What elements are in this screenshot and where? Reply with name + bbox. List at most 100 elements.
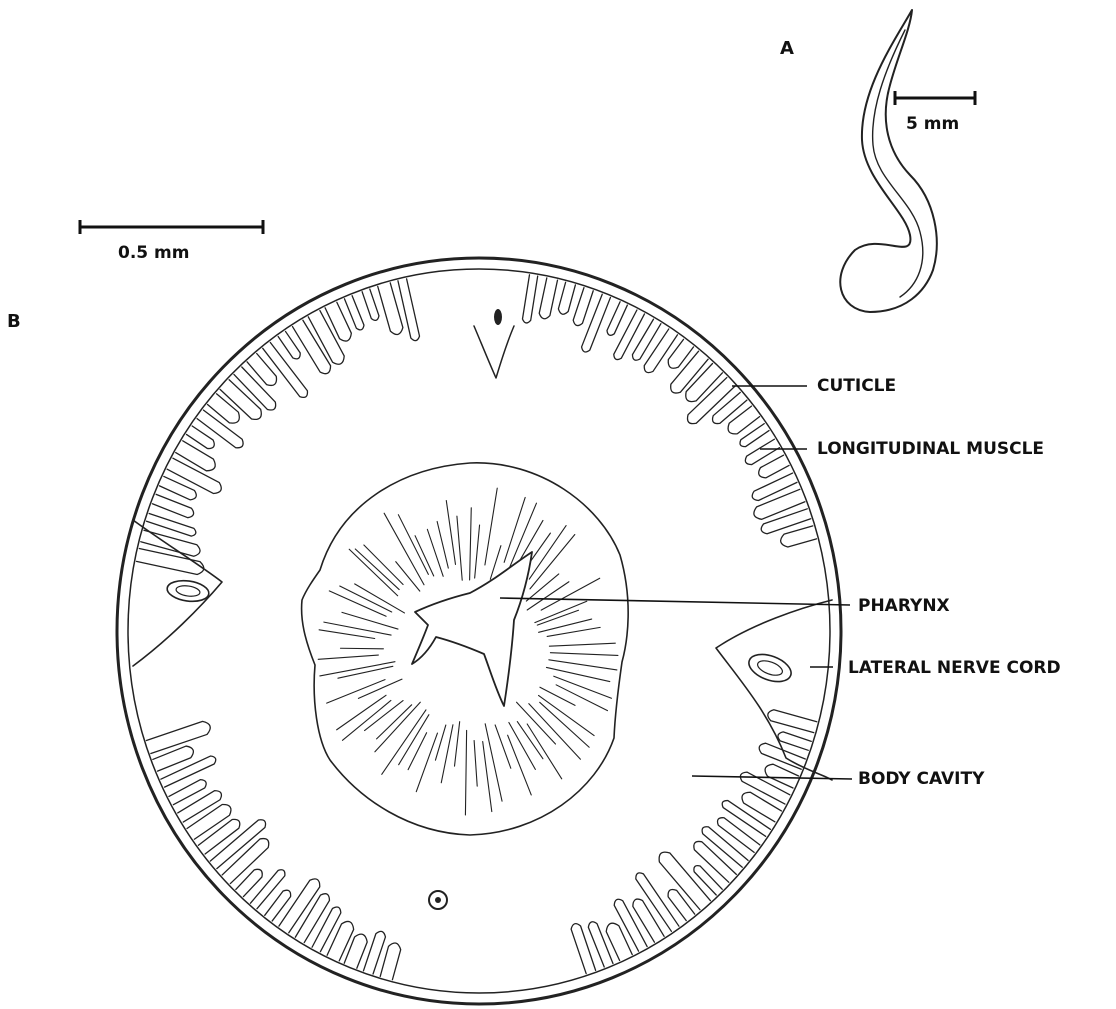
pharynx-fibre	[474, 741, 477, 787]
muscle-cell	[161, 756, 216, 787]
pharynx-fibre	[340, 648, 383, 649]
muscle-cell	[694, 866, 722, 895]
muscle-cell	[768, 710, 817, 733]
muscle-cell	[571, 924, 595, 974]
pharynx-fibre	[549, 660, 617, 670]
muscle-cell	[362, 289, 379, 320]
muscle-cell	[742, 792, 781, 822]
muscle-cell	[141, 530, 200, 556]
pharynx-fibre	[318, 655, 378, 659]
muscle-cell	[278, 331, 300, 358]
label-body-cavity: BODY CAVITY	[858, 771, 984, 788]
pharynx-fibre	[319, 630, 375, 639]
whole-worm-drawing	[840, 10, 936, 312]
pharynx-fibre	[529, 704, 581, 760]
pharynx-fibre	[377, 705, 412, 739]
pharynx-fibre	[408, 733, 426, 770]
pharynx-outline	[302, 463, 629, 835]
muscle-cell	[718, 818, 760, 853]
muscle-cell	[187, 804, 231, 839]
muscle-cell	[208, 394, 240, 423]
muscle-cell	[752, 473, 797, 500]
muscle-cell	[607, 302, 627, 336]
pharynx-fibre	[437, 521, 448, 568]
pharynx-fibre	[435, 725, 445, 760]
pharynx-fibre	[470, 508, 472, 580]
muscle-cell	[378, 283, 403, 335]
scale-bar-a	[895, 91, 975, 105]
muscle-cell	[160, 476, 197, 499]
pharynx-fibre	[465, 730, 466, 815]
pharynx-fibre	[546, 667, 609, 681]
muscle-cell	[644, 329, 677, 373]
panel-a-letter: A	[780, 40, 794, 58]
scale-bar-b-label: 0.5 mm	[118, 245, 189, 262]
muscle-cell	[761, 509, 810, 534]
muscle-cell	[781, 526, 817, 547]
pharynx-fibre	[475, 525, 480, 578]
scale-bar-b	[80, 220, 263, 234]
pharynx-fibre	[338, 666, 393, 678]
pharynx-fibre	[416, 733, 437, 792]
leader-lines	[500, 386, 852, 779]
muscle-cell	[713, 392, 747, 423]
muscle-cell	[754, 489, 805, 519]
pharynx-fibre	[495, 725, 511, 768]
panel-b-letter: B	[7, 313, 21, 331]
muscle-cell	[312, 907, 341, 952]
scale-bar-a-label: 5 mm	[906, 116, 959, 133]
pharynx-fibre	[384, 513, 424, 585]
pharynx-fibre	[355, 549, 399, 590]
pharynx-fibre	[455, 722, 460, 766]
pharynx-fibre	[342, 612, 398, 629]
muscle-cell	[247, 354, 276, 386]
pharynx-radial-muscles	[318, 488, 618, 815]
muscle-cell	[152, 494, 193, 517]
muscle-cell	[522, 275, 537, 323]
muscle-cell	[582, 294, 611, 352]
pharynx-fibre	[375, 702, 420, 752]
muscle-cell	[263, 342, 308, 397]
dorsal-cord	[474, 326, 514, 378]
pharynx-fibre	[530, 535, 575, 589]
pharynx-fibre	[446, 501, 455, 565]
muscle-cell	[702, 827, 748, 868]
pharynx-fibre	[556, 685, 607, 711]
pharynx-fibre	[396, 562, 420, 591]
pharynx-fibre	[483, 742, 492, 812]
muscle-cell	[633, 899, 664, 942]
muscle-cell	[558, 282, 575, 314]
muscle-cell	[686, 364, 723, 402]
muscle-cell	[325, 302, 351, 341]
muscle-cell	[573, 288, 593, 326]
muscle-cell	[671, 351, 708, 393]
pharynx-lumen	[412, 552, 532, 706]
label-cuticle: CUTICLE	[817, 378, 896, 395]
pharynx-fibre	[364, 545, 403, 585]
label-longitudinal-muscle: LONGITUDINAL MUSCLE	[817, 441, 1044, 458]
muscle-cell	[198, 819, 239, 854]
cross-section	[117, 258, 841, 1004]
pharynx-fibre	[415, 536, 434, 576]
label-lateral-nerve-cord: LATERAL NERVE CORD	[848, 660, 1061, 677]
muscle-cell	[632, 319, 660, 360]
muscle-cell	[722, 801, 770, 837]
lateral-cord-right	[716, 600, 832, 780]
pharynx-fibre	[508, 735, 532, 795]
pharynx-fibre	[365, 701, 404, 731]
pharynx-fibre	[504, 497, 525, 562]
muscle-cell	[176, 441, 216, 471]
muscle-cell	[327, 921, 354, 960]
muscle-cell	[759, 455, 789, 478]
muscle-cell	[236, 869, 262, 896]
muscle-cell	[539, 278, 557, 319]
pharynx-fibre	[457, 516, 462, 580]
muscle-cell	[295, 894, 329, 943]
pharynx-fibre	[537, 610, 578, 625]
pharynx-fibre	[485, 724, 502, 801]
muscle-cell	[169, 780, 206, 805]
muscle-cell	[694, 841, 736, 882]
dorsal-nucleus	[494, 309, 502, 325]
muscle-cell	[778, 732, 811, 750]
pharynx-fibre	[540, 702, 589, 747]
